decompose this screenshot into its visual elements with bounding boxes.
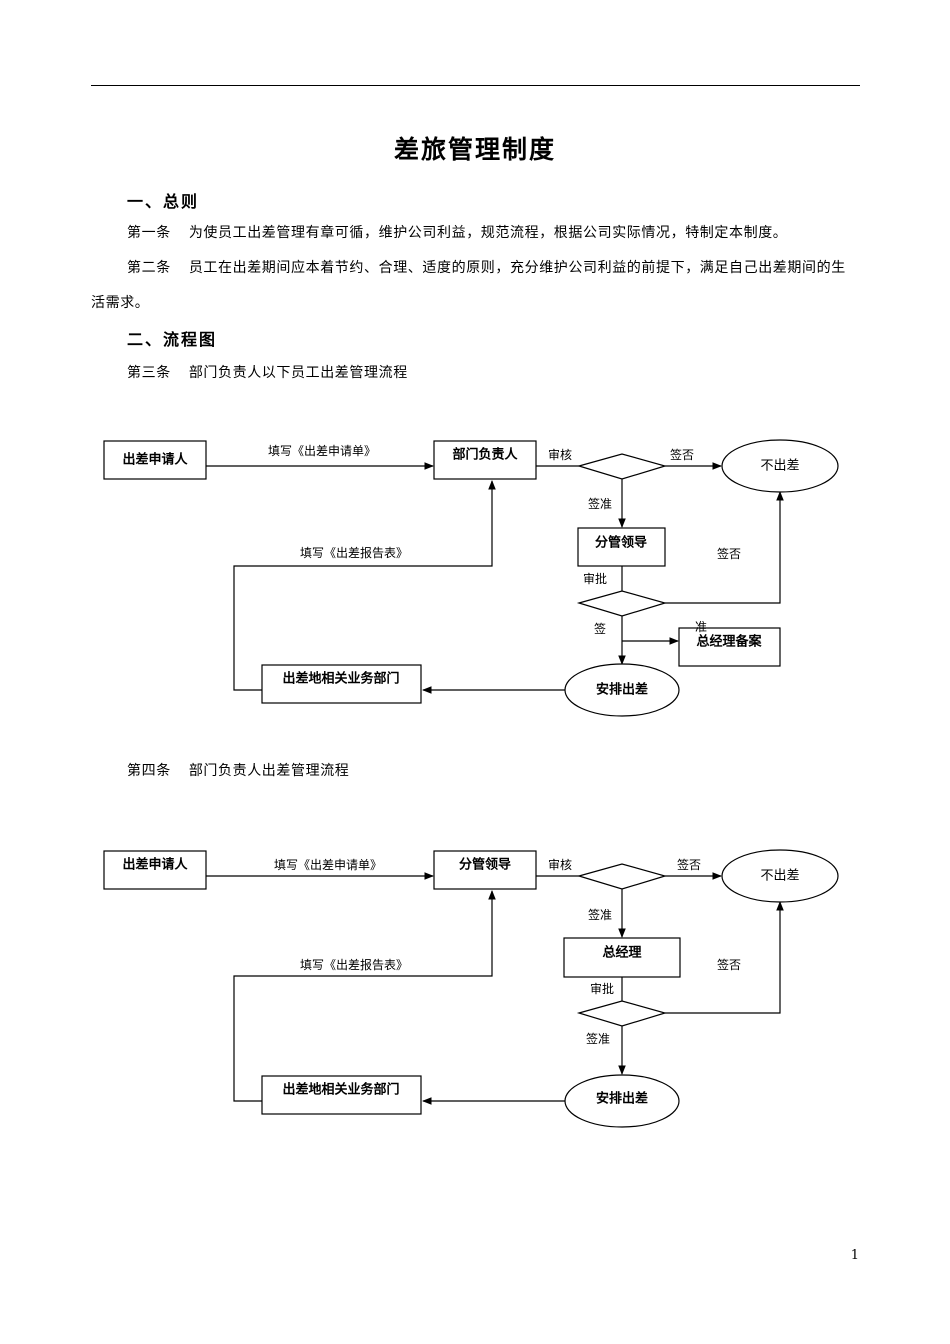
local-dept-label: 出差地相关业务部门 bbox=[282, 671, 399, 687]
no-trip-label: 不出差 bbox=[760, 459, 799, 474]
article-1: 第一条 为使员工出差管理有章可循，维护公司利益，规范流程，根据公司实际情况，特制定… bbox=[91, 216, 860, 251]
no-trip-ellipse bbox=[721, 439, 839, 493]
article-number: 第二条 bbox=[127, 260, 171, 276]
article-number: 第四条 bbox=[127, 763, 171, 779]
applicant-box bbox=[103, 440, 207, 480]
no-trip-ellipse bbox=[721, 849, 839, 903]
flowchart-2: 出差申请人 分管领导 不出差 总经理 安排出差 出差地相关业务部门 填写《出差申… bbox=[103, 849, 839, 1128]
applicant-label: 出差申请人 bbox=[122, 857, 188, 873]
review-decision-diamond bbox=[576, 453, 668, 480]
approver-box bbox=[563, 937, 681, 978]
article-number: 第三条 bbox=[127, 365, 171, 381]
caption-text: 部门负责人出差管理流程 bbox=[188, 763, 350, 779]
approve-label: 签准 bbox=[588, 496, 612, 511]
arrange-trip-label: 安排出差 bbox=[596, 682, 648, 698]
fill-report-label: 填写《出差报告表》 bbox=[300, 957, 408, 972]
examine-label: 审批 bbox=[583, 571, 607, 586]
connector bbox=[233, 480, 496, 691]
review-label: 审核 bbox=[548, 447, 572, 462]
connector bbox=[665, 491, 784, 604]
connector bbox=[233, 890, 496, 1102]
article-2: 第二条员工在出差期间应本着节约、合理、适度的原则，充分维护公司利益的前提下，满足… bbox=[91, 251, 860, 321]
approval-decision-diamond bbox=[576, 1000, 668, 1027]
gm-record-label: 总经理备案 bbox=[696, 634, 762, 650]
caption-text: 部门负责人以下员工出差管理流程 bbox=[188, 365, 408, 381]
fill-application-label: 填写《出差申请单》 bbox=[274, 858, 382, 872]
article-text: 员工在出差期间应本着节约、合理、适度的原则，充分维护公司利益的前提下，满足自己出… bbox=[91, 260, 846, 311]
approver-label: 分管领导 bbox=[595, 535, 647, 551]
fill-application-label: 填写《出差申请单》 bbox=[268, 444, 376, 458]
approve-split-left-label: 签 bbox=[594, 621, 606, 636]
reviewer-label: 部门负责人 bbox=[452, 447, 518, 463]
header-rule bbox=[91, 85, 860, 86]
approve-label: 签准 bbox=[588, 907, 612, 922]
flowchart-1: 出差申请人 部门负责人 不出差 分管领导 总经理备案 安排出差 出差地相关业务部… bbox=[103, 439, 839, 717]
reviewer-label: 分管领导 bbox=[459, 857, 511, 873]
fill-report-label: 填写《出差报告表》 bbox=[300, 545, 408, 560]
document-title: 差旅管理制度 bbox=[393, 135, 556, 164]
approve-split-right-label: 准 bbox=[695, 620, 707, 634]
review-decision-diamond bbox=[576, 863, 668, 890]
reject-right-label: 签否 bbox=[717, 546, 741, 561]
arrange-trip-ellipse bbox=[564, 1074, 680, 1128]
local-dept-label: 出差地相关业务部门 bbox=[282, 1082, 399, 1098]
flowchart-1-caption: 第三条 部门负责人以下员工出差管理流程 bbox=[127, 362, 408, 382]
article-text: 为使员工出差管理有章可循，维护公司利益，规范流程，根据公司实际情况，特制定本制度… bbox=[188, 225, 788, 241]
article-number: 第一条 bbox=[127, 225, 171, 241]
no-trip-label: 不出差 bbox=[760, 869, 799, 884]
arrange-trip-ellipse bbox=[564, 663, 680, 717]
approval-decision-diamond bbox=[576, 590, 668, 617]
reviewer-box bbox=[433, 440, 537, 480]
section-heading-flowchart: 二、流程图 bbox=[127, 330, 218, 349]
flowchart-2-caption: 第四条 部门负责人出差管理流程 bbox=[127, 760, 349, 780]
approver-box bbox=[577, 527, 666, 567]
arrange-trip-label: 安排出差 bbox=[596, 1091, 648, 1107]
local-dept-box bbox=[261, 1075, 422, 1115]
connector bbox=[665, 901, 784, 1014]
examine-label: 审批 bbox=[590, 981, 614, 996]
reviewer-box bbox=[433, 850, 537, 890]
approve-bottom-label: 签准 bbox=[586, 1031, 610, 1046]
section-heading-general: 一、总则 bbox=[127, 192, 200, 211]
approver-label: 总经理 bbox=[602, 945, 641, 961]
local-dept-box bbox=[261, 664, 422, 704]
gm-record-box bbox=[678, 627, 781, 667]
reject-right-label: 签否 bbox=[717, 957, 741, 972]
applicant-box bbox=[103, 850, 207, 890]
reject-top-label: 签否 bbox=[670, 447, 694, 462]
reject-top-label: 签否 bbox=[677, 857, 701, 872]
page-number: 1 bbox=[850, 1248, 859, 1263]
review-label: 审核 bbox=[548, 857, 572, 872]
applicant-label: 出差申请人 bbox=[122, 452, 188, 468]
